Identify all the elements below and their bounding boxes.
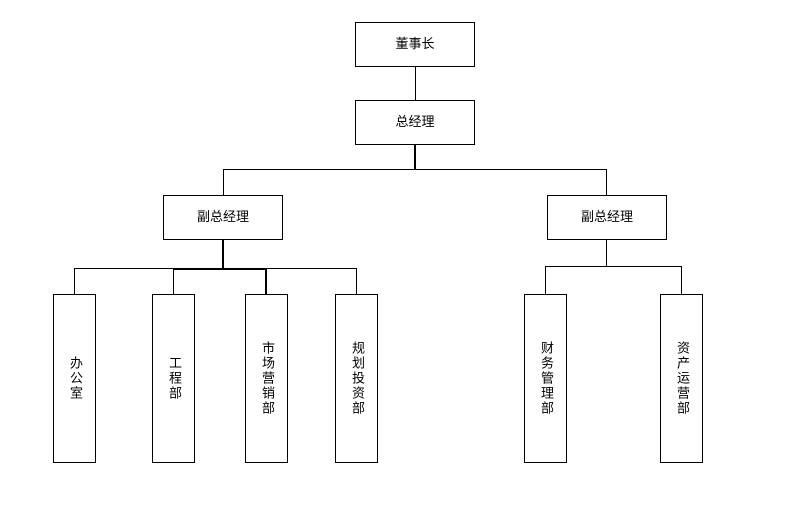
node-finance-label: 财务管理部 [538, 341, 553, 416]
node-asset-operation: 资产运营部 [660, 294, 703, 463]
node-finance: 财务管理部 [524, 294, 567, 463]
node-general-manager: 总经理 [355, 100, 475, 145]
connector-chairman-to-gm [415, 67, 416, 100]
node-marketing: 市场营销部 [245, 294, 288, 463]
connector-right-dept-horizontal [545, 266, 682, 267]
connector-vp-left-down [222, 240, 224, 269]
node-office-label: 办公室 [67, 356, 82, 401]
connector-to-engineering [173, 268, 174, 294]
node-engineering-label: 工程部 [166, 356, 181, 401]
node-vice-gm-left-label: 副总经理 [196, 210, 249, 225]
node-chairman: 董事长 [355, 22, 475, 67]
node-asset-operation-label: 资产运营部 [674, 341, 689, 416]
node-planning-investment: 规划投资部 [335, 294, 378, 463]
node-vice-gm-left: 副总经理 [163, 195, 283, 240]
node-planning-investment-label: 规划投资部 [349, 341, 364, 416]
node-engineering: 工程部 [152, 294, 195, 463]
connector-gm-down [414, 145, 416, 170]
connector-to-marketing [265, 268, 267, 294]
connector-to-asset [681, 266, 682, 294]
node-general-manager-label: 总经理 [395, 115, 435, 130]
node-vice-gm-right-label: 副总经理 [580, 210, 633, 225]
node-chairman-label: 董事长 [395, 37, 435, 52]
connector-to-vp-left [223, 169, 224, 195]
node-vice-gm-right: 副总经理 [547, 195, 667, 240]
node-office: 办公室 [53, 294, 96, 463]
connector-to-finance [545, 266, 546, 294]
connector-to-vp-right [606, 169, 607, 195]
connector-to-planning [356, 268, 357, 294]
connector-vp-branch-horizontal [223, 169, 607, 170]
node-marketing-label: 市场营销部 [259, 341, 274, 416]
connector-left-dept-horizontal-bold [173, 268, 266, 270]
connector-vp-right-down [606, 240, 607, 267]
connector-to-office [74, 268, 75, 294]
